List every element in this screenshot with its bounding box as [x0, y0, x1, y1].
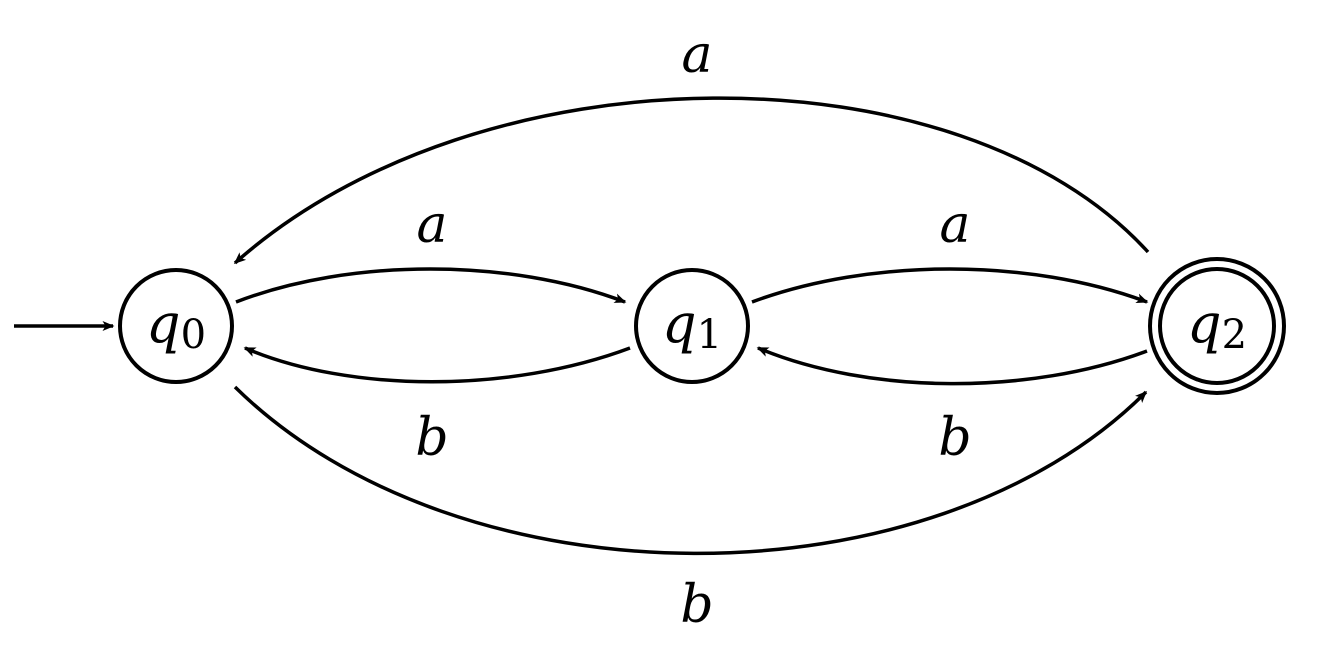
state-q2-inner-circle: [1158, 267, 1276, 385]
transition-q2-q1-b: [756, 346, 1148, 386]
state-q0-subscript: 0: [181, 312, 206, 358]
transition-q0-q1-a: [235, 267, 627, 304]
state-q2: q2: [1148, 257, 1286, 395]
state-q2-subscript: 2: [1222, 312, 1247, 358]
transition-q1-q0-b: [243, 346, 631, 384]
edge-label-q1-q0: b: [415, 408, 448, 468]
state-q0-symbol: q: [146, 292, 181, 355]
state-q2-symbol: q: [1187, 292, 1222, 355]
edge-label-q0-q1: a: [416, 195, 447, 255]
state-q0-circle: [118, 268, 234, 384]
state-q1-symbol: q: [662, 292, 697, 355]
state-q1: q1: [634, 268, 750, 384]
edge-label-q2-q1: b: [938, 408, 971, 468]
transition-q0-q2-b: [233, 385, 1148, 556]
edge-label-q1-q2: a: [939, 195, 970, 255]
state-q2-label: q2: [1187, 292, 1247, 358]
edge-label-q0-q2: b: [680, 575, 713, 635]
state-q0-label: q0: [146, 292, 206, 358]
state-q0: q0: [118, 268, 234, 384]
transition-q1-q2-a: [751, 267, 1149, 304]
state-q1-circle: [634, 268, 750, 384]
transition-q2-q0-a: [233, 96, 1150, 265]
edge-label-q2-q0: a: [681, 25, 712, 85]
state-q1-label: q1: [662, 292, 722, 358]
state-q1-subscript: 1: [697, 312, 722, 358]
